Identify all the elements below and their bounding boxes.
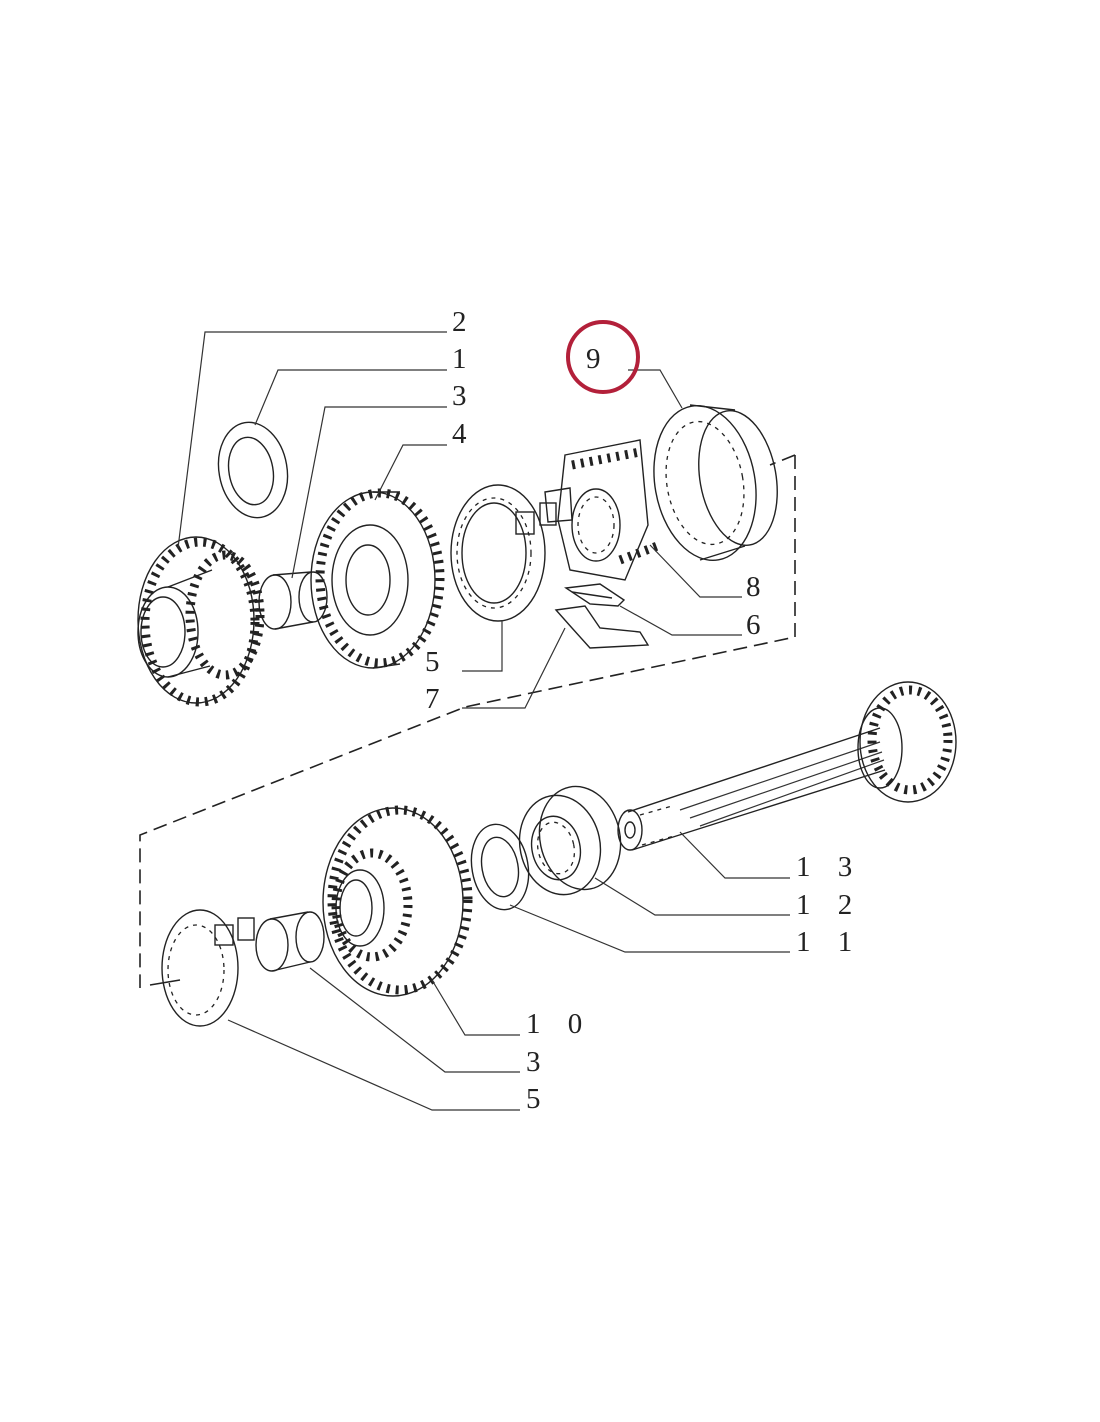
bearing-part-12: [518, 785, 622, 896]
callout-3-upper: 3: [452, 380, 477, 412]
spring-part-6: [564, 583, 626, 607]
washer-part-1: [217, 421, 289, 519]
callout-7: 7: [425, 683, 450, 715]
callout-10: 1 0: [526, 1008, 592, 1040]
callout-5-upper: 5: [425, 646, 450, 678]
callout-4: 4: [452, 418, 477, 450]
bushing-part-3-lower: [255, 911, 325, 972]
callout-13: 1 3: [796, 851, 862, 883]
callout-5-lower: 5: [526, 1083, 551, 1115]
callout-2: 2: [452, 306, 477, 338]
callout-3-lower: 3: [526, 1046, 551, 1078]
thrust-washer-part-11: [470, 823, 530, 911]
leader-lines: [177, 331, 790, 1111]
gear-part-4: [310, 488, 445, 669]
callout-labels: 2 1 3 4 9 8 6 5 7 1 3 1 2 1 1 1 0 3 5: [425, 306, 862, 1115]
gear-part-2: [137, 536, 265, 707]
group-boundary-lines: [139, 454, 796, 988]
bushing-part-3-upper: [258, 571, 328, 630]
callout-9: 9: [586, 343, 611, 375]
callout-11: 1 1: [796, 926, 862, 958]
callout-8: 8: [746, 571, 771, 603]
callout-6: 6: [746, 609, 771, 641]
callout-1: 1: [452, 343, 477, 375]
synchro-ring-part-5-lower: [149, 909, 255, 1027]
main-shaft-part-13: [617, 681, 957, 851]
synchro-ring-part-5-upper: [450, 484, 557, 622]
key-part-7: [554, 605, 650, 649]
sliding-sleeve-part-9: [653, 404, 778, 562]
gear-part-10: [322, 805, 473, 997]
highlight-circle: [566, 320, 640, 394]
synchro-hub-part-8: [544, 439, 662, 581]
callout-12: 1 2: [796, 889, 862, 921]
